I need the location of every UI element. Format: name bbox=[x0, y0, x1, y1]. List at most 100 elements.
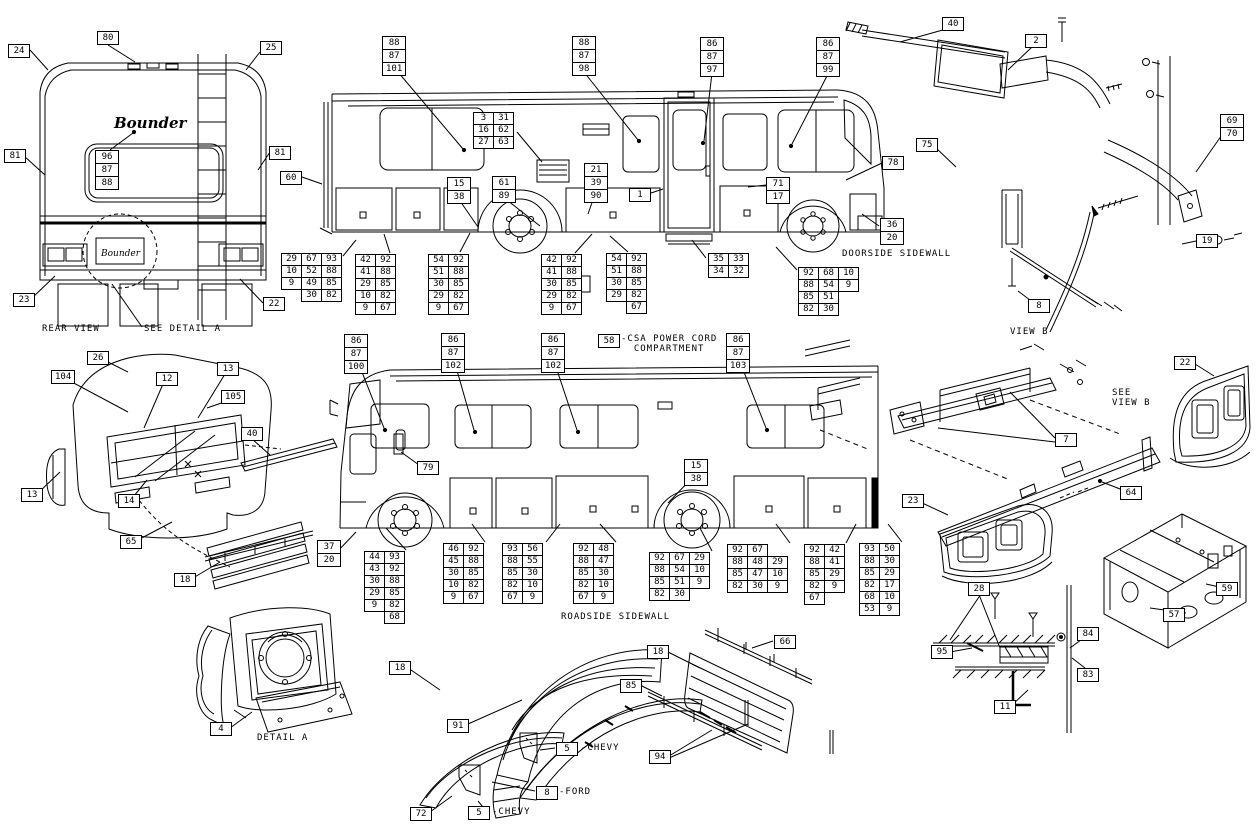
callout-57: 57 bbox=[1163, 608, 1185, 622]
grid-cell: 85 bbox=[321, 277, 342, 290]
grid-cell: 67 bbox=[301, 253, 322, 266]
callout-18-bumper: 18 bbox=[389, 661, 411, 675]
grid-cell: 88 bbox=[502, 555, 523, 568]
callout-cell: 70 bbox=[1220, 127, 1244, 141]
callout-cell: 39 bbox=[584, 176, 608, 190]
grid-cell: 88 bbox=[727, 556, 748, 569]
callout-cell: 86 bbox=[441, 333, 466, 347]
callout-cell: 86 bbox=[344, 334, 369, 348]
callout-cell: 36 bbox=[880, 218, 904, 232]
callout-cell: 88 bbox=[572, 36, 596, 50]
callout-22-rear: 22 bbox=[263, 297, 285, 311]
grid-cell: 41 bbox=[824, 556, 845, 569]
grid-cell: 9 bbox=[838, 279, 859, 292]
grid-cell: 92 bbox=[804, 544, 825, 557]
callout-cell: 87 bbox=[95, 163, 119, 177]
grid-cell: 30 bbox=[443, 567, 464, 580]
grid-cell: 9 bbox=[364, 599, 385, 612]
callout-cell: 103 bbox=[726, 359, 751, 373]
callout-5-chevy-a: 5 bbox=[556, 742, 578, 756]
chevy-note-2: -CHEVY bbox=[492, 807, 531, 817]
grid-cell: 27 bbox=[473, 136, 494, 149]
grid-cell: 51 bbox=[818, 291, 839, 304]
rear-logo-text: Bounder bbox=[113, 114, 188, 132]
callout-cell: 17 bbox=[766, 190, 790, 204]
callout-cell: 98 bbox=[572, 62, 596, 76]
callout-22-right: 22 bbox=[1174, 356, 1196, 370]
grid-cell: 68 bbox=[859, 591, 880, 604]
callout-19: 19 bbox=[1196, 234, 1218, 248]
callout-cell: 100 bbox=[344, 360, 369, 374]
grid-cell: 29 bbox=[355, 278, 376, 291]
grid-cell: 92 bbox=[573, 543, 594, 556]
detail-a-drawing bbox=[196, 607, 353, 733]
rear-view-drawing: Bounder Bounder bbox=[39, 54, 267, 327]
callout-cell: 87 bbox=[541, 346, 566, 360]
callout-cell: 71 bbox=[766, 177, 790, 191]
rear-plate-logo-text: Bounder bbox=[100, 249, 141, 259]
grid-cell: 92 bbox=[626, 253, 647, 266]
callout-60: 60 bbox=[280, 171, 302, 185]
grid-cell: 10 bbox=[689, 564, 710, 577]
grid-cell: 29 bbox=[879, 567, 900, 580]
grid-cell: 54 bbox=[606, 253, 627, 266]
grid-cell: 42 bbox=[541, 254, 562, 267]
callout-94: 94 bbox=[649, 750, 671, 764]
grid-cell: 9 bbox=[824, 580, 845, 593]
grid-cell: 29 bbox=[281, 253, 302, 266]
callout-91: 91 bbox=[447, 719, 469, 733]
grid-cell: 82 bbox=[798, 303, 819, 316]
callout-1: 1 bbox=[629, 188, 651, 202]
grid-cell: 92 bbox=[561, 254, 582, 267]
grid-cell: 85 bbox=[626, 277, 647, 290]
callout-4: 4 bbox=[210, 722, 232, 736]
grid-cell: 29 bbox=[364, 587, 385, 600]
grid-cell: 92 bbox=[727, 544, 748, 557]
grid-cell: 88 bbox=[859, 555, 880, 568]
grid-cell: 9 bbox=[689, 576, 710, 589]
grid-cell: 88 bbox=[375, 266, 396, 279]
grid-cell: 82 bbox=[727, 580, 748, 593]
grid-cell: 49 bbox=[301, 277, 322, 290]
grid-cell: 29 bbox=[541, 290, 562, 303]
grid-cell: 53 bbox=[859, 603, 880, 616]
grid-cell: 30 bbox=[593, 567, 614, 580]
grid-cell: 82 bbox=[384, 599, 405, 612]
callout-cell: 86 bbox=[816, 37, 840, 51]
grid-cell: 88 bbox=[463, 555, 484, 568]
callout-cell: 87 bbox=[344, 347, 369, 361]
callout-18-frontcap: 18 bbox=[174, 573, 196, 587]
callout-40-mid: 40 bbox=[241, 427, 263, 441]
callout-18-rockguard: 18 bbox=[647, 645, 669, 659]
grid-cell: 10 bbox=[879, 591, 900, 604]
grid-cell: 56 bbox=[522, 543, 543, 556]
grid-cell: 92 bbox=[375, 254, 396, 267]
csa-note: -CSA POWER CORD COMPARTMENT bbox=[621, 334, 718, 354]
grid-cell: 47 bbox=[593, 555, 614, 568]
grid-cell: 67 bbox=[573, 591, 594, 604]
grid-cell: 50 bbox=[879, 543, 900, 556]
grid-cell: 17 bbox=[879, 579, 900, 592]
grid-cell: 45 bbox=[443, 555, 464, 568]
grid-cell: 29 bbox=[689, 552, 710, 565]
callout-8-viewb: 8 bbox=[1028, 299, 1050, 313]
grid-cell: 10 bbox=[767, 568, 788, 581]
callout-cell: 87 bbox=[441, 346, 466, 360]
callout-cell: 99 bbox=[816, 63, 840, 77]
doorside-sidewall-drawing bbox=[319, 89, 885, 293]
grid-cell: 85 bbox=[573, 567, 594, 580]
